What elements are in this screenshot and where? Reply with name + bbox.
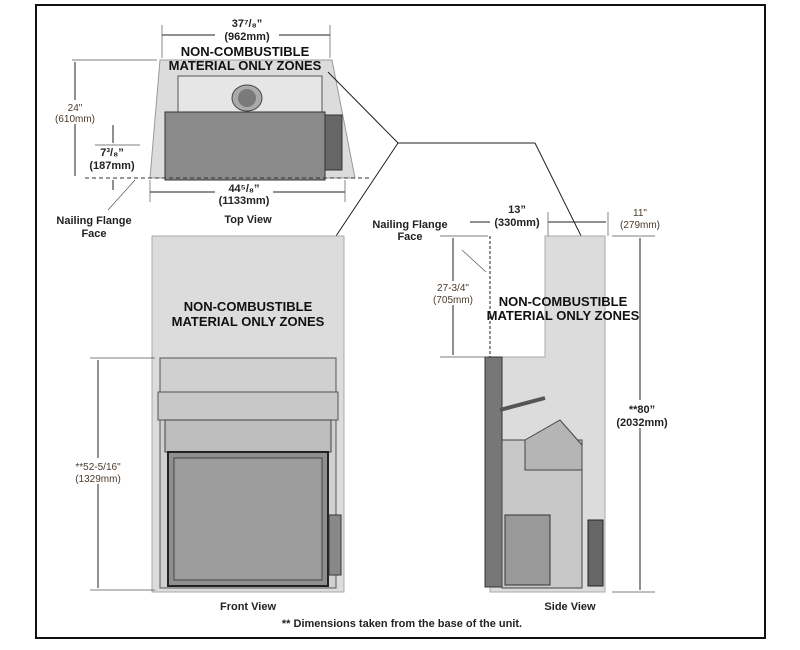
flange-label-1: Nailing Flange xyxy=(56,215,131,227)
front-view: NON-COMBUSTIBLE MATERIAL ONLY ZONES **52… xyxy=(60,235,345,613)
side-height-dimension: **80” xyxy=(629,404,655,416)
front-height-dimension: **52-5/16" xyxy=(75,462,121,473)
front-zone-label-2: MATERIAL ONLY ZONES xyxy=(172,314,325,329)
side-depth-mm: (330mm) xyxy=(494,217,540,229)
top-width-mm: (962mm) xyxy=(224,31,270,43)
top-unit-front xyxy=(164,111,326,181)
top-zone-label-2: MATERIAL ONLY ZONES xyxy=(169,58,322,73)
top-zone-label-1: NON-COMBUSTIBLE xyxy=(181,44,310,59)
side-flange-label-1: Nailing Flange xyxy=(372,219,447,231)
footnote: ** Dimensions taken from the base of the… xyxy=(282,618,522,630)
lower-dimension: 27-3/4" xyxy=(437,283,469,294)
bottom-width-mm: (1133mm) xyxy=(219,195,270,207)
zone-depth-mm: (279mm) xyxy=(620,220,660,231)
top-depth-mm: (610mm) xyxy=(55,114,95,125)
top-view: 37⁷/₈” (962mm) NON-COMBUSTIBLE MATERIAL … xyxy=(50,14,370,240)
side-view-title: Side View xyxy=(544,601,596,613)
flange-label-2: Face xyxy=(81,228,106,240)
top-depth-dimension: 24" xyxy=(68,103,83,114)
side-zone-label-1: NON-COMBUSTIBLE xyxy=(499,294,628,309)
front-zone-label-1: NON-COMBUSTIBLE xyxy=(184,299,313,314)
side-flange-label-2: Face xyxy=(397,231,422,243)
front-height-mm: (1329mm) xyxy=(75,474,121,485)
zone-depth-dimension: 11" xyxy=(633,208,647,219)
side-view: Nailing Flange Face 13” (330mm) 11" (279… xyxy=(372,204,672,613)
top-view-title: Top View xyxy=(224,214,272,226)
bottom-width-dimension: 44⁵/₈” xyxy=(228,183,259,195)
side-zone-label-2: MATERIAL ONLY ZONES xyxy=(487,308,640,323)
side-height-mm: (2032mm) xyxy=(616,417,668,429)
offset-mm: (187mm) xyxy=(89,160,135,172)
lower-mm: (705mm) xyxy=(433,295,473,306)
diagram-border xyxy=(35,4,766,639)
side-depth-dimension: 13” xyxy=(508,204,526,216)
offset-dimension: 7³/₈” xyxy=(100,147,124,159)
front-view-title: Front View xyxy=(220,601,276,613)
top-width-dimension: 37⁷/₈” xyxy=(232,18,262,30)
